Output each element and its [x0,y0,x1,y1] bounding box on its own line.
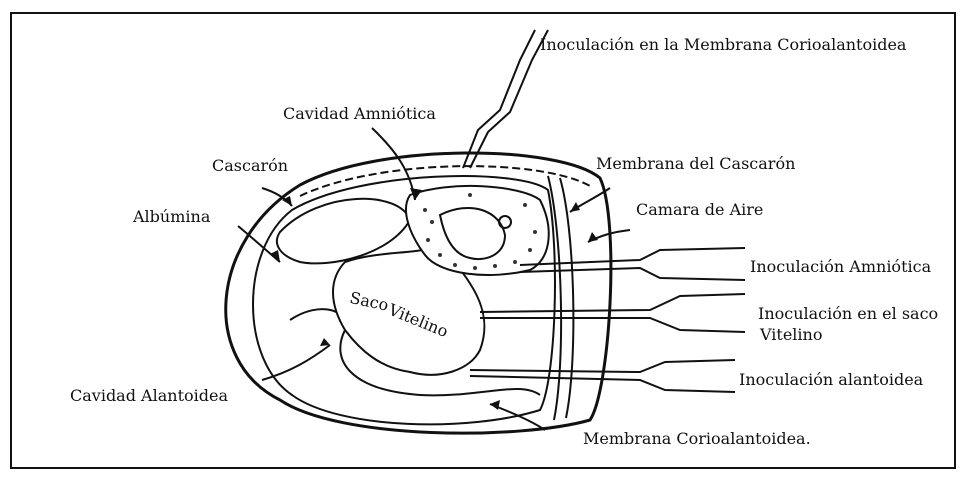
label-yolk-inoculation-1: Inoculación en el saco [758,304,938,324]
label-allantoic-cavity: Cavidad Alantoidea [70,386,228,406]
label-cam-membrane: Membrana Corioalantoidea. [583,429,811,449]
label-cam-inoculation: Inoculación en la Membrana Corioalantoid… [540,35,906,55]
label-amniotic-cavity: Cavidad Amniótica [283,104,436,124]
label-allantoic-inoculation: Inoculación alantoidea [739,370,923,390]
label-air-chamber: Camara de Aire [636,200,763,220]
label-albumin: Albúmina [133,207,210,227]
label-yolk-inoculation-2: Vitelino [760,325,822,345]
label-shell-membrane: Membrana del Cascarón [596,154,795,174]
label-amniotic-inoculation: Inoculación Amniótica [750,257,931,277]
needle-cam [463,30,548,168]
air-chamber-line [560,178,573,418]
needle-yolk [480,294,745,332]
label-shell: Cascarón [212,156,288,176]
